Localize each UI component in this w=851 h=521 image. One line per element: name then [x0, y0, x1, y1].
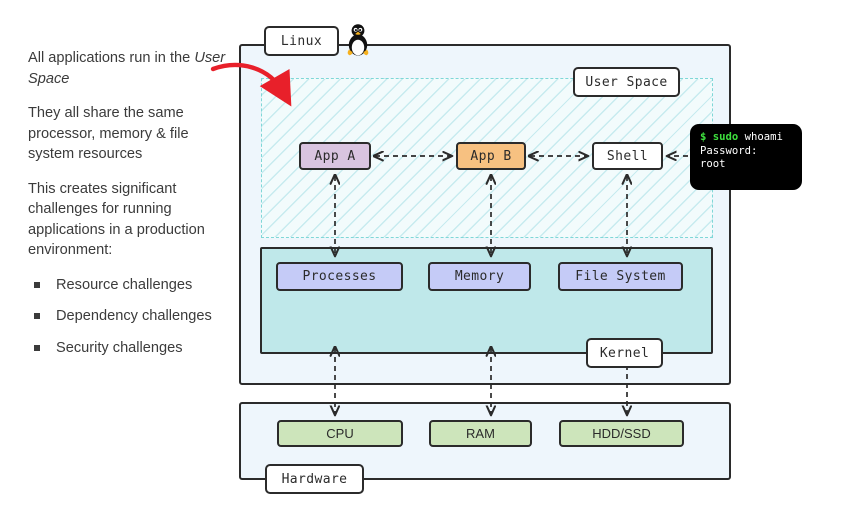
- node-processes[interactable]: Processes: [276, 262, 403, 291]
- paragraph-user-space: All applications run in the User Space: [28, 48, 228, 89]
- square-bullet-icon: [34, 344, 40, 351]
- square-bullet-icon: [34, 281, 40, 288]
- paragraph-shared-resources: They all share the same processor, memor…: [28, 105, 189, 162]
- bullet-label: Resource challenges: [56, 276, 193, 293]
- terminal-prompt: $ sudo: [700, 131, 739, 143]
- node-app-b[interactable]: App B: [456, 142, 526, 170]
- terminal-line-output: root: [700, 158, 726, 170]
- challenges-bullet-list: Resource challenges Dependency challenge…: [28, 275, 228, 359]
- node-app-a[interactable]: App A: [299, 142, 371, 170]
- explanatory-text-column: All applications run in the User Space T…: [28, 48, 228, 369]
- label-hardware: Hardware: [265, 464, 364, 494]
- list-item: Dependency challenges: [28, 306, 228, 327]
- label-kernel: Kernel: [586, 338, 663, 368]
- node-file-system[interactable]: File System: [558, 262, 683, 291]
- node-shell[interactable]: Shell: [592, 142, 663, 170]
- terminal-command: whoami: [738, 131, 783, 143]
- terminal-line-password: Password:: [700, 144, 758, 157]
- tux-penguin-icon: [347, 24, 369, 56]
- list-item: Resource challenges: [28, 275, 228, 296]
- node-memory[interactable]: Memory: [428, 262, 531, 291]
- square-bullet-icon: [34, 313, 40, 319]
- paragraph-1-emphasis: User Space: [28, 50, 226, 87]
- terminal-window[interactable]: $ sudo whoami Password: root: [690, 124, 802, 190]
- label-user-space: User Space: [573, 67, 680, 97]
- bullet-label: Dependency challenges: [56, 308, 212, 324]
- node-ram[interactable]: RAM: [429, 420, 532, 447]
- list-item: Security challenges: [28, 338, 228, 359]
- terminal-line-command: $ sudo whoami: [700, 131, 802, 145]
- label-linux: Linux: [264, 26, 339, 56]
- node-cpu[interactable]: CPU: [277, 420, 403, 447]
- paragraph-1-prefix: All applications run in the: [28, 50, 195, 66]
- node-hdd-ssd[interactable]: HDD/SSD: [559, 420, 684, 447]
- bullet-label: Security challenges: [56, 339, 183, 356]
- paragraph-challenges-intro: This creates significant challenges for …: [28, 180, 205, 259]
